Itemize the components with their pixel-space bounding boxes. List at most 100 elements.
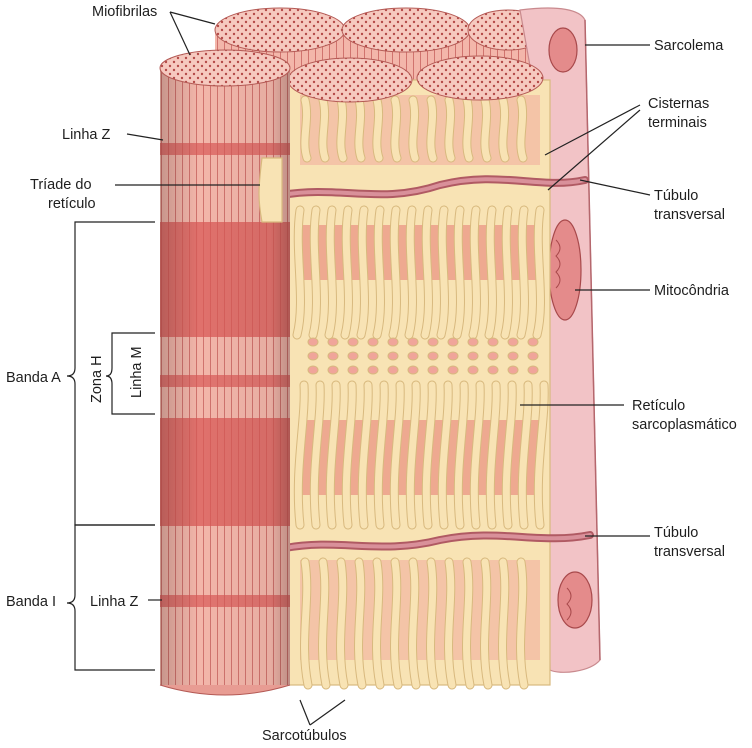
front-myofibril [159,49,291,696]
reticulum-tubule-fill [357,206,368,339]
reticulum-fenestration [447,351,459,361]
label-sarcolema: Sarcolema [654,38,724,54]
reticulum-fenestration [387,351,399,361]
reticulum-fenestration [527,337,539,347]
reticulum-tubule-fill [319,96,329,162]
reticulum-tubule-fill [373,206,384,339]
reticulum-tubule-fill [301,96,311,162]
reticulum-fenestration [407,365,419,375]
reticulum-tubule-fill [534,381,548,529]
reticulum-fenestration [407,337,419,347]
reticulum-tubule-fill [533,206,544,339]
reticulum-tubule-fill [485,206,496,339]
reticulum-tubule-fill [301,558,312,689]
reticulum-fenestration [387,337,399,347]
reticulum-fenestration [447,365,459,375]
reticulum-fenestration [507,365,519,375]
mitochondria [548,27,593,629]
reticulum-fenestration [307,351,319,361]
reticulum-tubule-fill [502,381,516,529]
reticulum-tubule-fill [373,558,384,689]
reticulum-tubule-fill [409,96,419,162]
reticulum-tubule-fill [463,96,473,162]
labels: Miofibrilas Linha Z Tríade do retículo B… [6,4,737,744]
reticulum-tubule-fill [499,558,510,689]
reticulum-tubule-fill [445,558,456,689]
reticulum-tubule-fill [406,381,420,529]
label-mitocondria: Mitocôndria [654,283,730,299]
reticulum-fenestration [507,351,519,361]
label-linha-z-bottom: Linha Z [90,594,139,610]
reticulum-tubule-fill [421,206,432,339]
reticulum-tubule-fill [517,206,528,339]
reticulum-tubule-fill [454,381,468,529]
reticulum-tubule-fill [481,558,492,689]
reticulum-fenestration [347,337,359,347]
label-linha-m: Linha M [129,346,145,398]
label-zona-h: Zona H [89,355,105,403]
reticulum-tubule-fill [409,558,420,689]
reticulum-tubule-fill [355,96,365,162]
reticulum-fenestration [507,337,519,347]
reticulum-tubule-fill [463,558,474,689]
reticulum-tubule-fill [358,381,372,529]
reticulum-fenestration [467,365,479,375]
front-myofibril-tops [287,55,544,103]
reticulum-fenestration [487,351,499,361]
reticulum-fenestration [427,365,439,375]
label-reticulo-2: sarcoplasmático [632,417,737,433]
reticulum-tubule-fill [445,96,455,162]
reticulum-fenestration [467,351,479,361]
label-tubulo-bottom-1: Túbulo [654,525,698,541]
reticulum-fenestration [327,337,339,347]
label-sarcotubulos: Sarcotúbulos [262,728,347,743]
reticulum-tubule-fill [437,206,448,339]
reticulum-tubule-fill [469,206,480,339]
reticulum-fenestration [367,351,379,361]
leader-lines [115,11,651,726]
reticulum-fenestration [367,365,379,375]
reticulum-tubule-fill [355,558,366,689]
t-tubules [278,175,594,552]
reticulum-fenestration [527,351,539,361]
reticulum-fenestration [347,365,359,375]
label-tubulo-bottom-2: transversal [654,544,725,560]
reticulum-tubule-fill [438,381,452,529]
reticulum-tubule-fill [501,206,512,339]
reticulum-tubule-fill [326,381,340,529]
reticulum-tubule-fill [427,96,437,162]
label-cisternas-1: Cisternas [648,96,709,112]
reticulum-tubule-fill [325,206,336,339]
reticulum-tubule-fill [391,96,401,162]
label-miofibrilas: Miofibrilas [92,4,157,20]
reticulum-tubule-fill [337,96,347,162]
reticulum-tubule-fill [486,381,500,529]
label-banda-i: Banda I [6,594,56,610]
reticulum-fenestration [327,365,339,375]
reticulum-fenestration [487,365,499,375]
reticulum-tubule-fill [342,381,356,529]
label-tubulo-top-2: transversal [654,207,725,223]
reticulum-tubule-fill [422,381,436,529]
brackets [66,221,155,671]
reticulum-fenestration [327,351,339,361]
reticulum-tubule-fill [405,206,416,339]
label-linha-z-top: Linha Z [62,127,111,143]
reticulum-tubule-fill [294,381,308,529]
label-triade-2: retículo [48,196,96,212]
reticulum-tubule-fill [374,381,388,529]
reticulum-tubule-fill [499,96,509,162]
reticulum-fenestration [487,337,499,347]
reticulum-tubule-fill [293,206,304,339]
reticulum-tubule-fill [389,206,400,339]
reticulum-channels [292,95,549,690]
reticulum-fenestration [407,351,419,361]
reticulum-fenestration [427,337,439,347]
reticulum-fenestration [427,351,439,361]
sarcolemma [519,7,601,673]
reticulum-tubule-fill [373,96,383,162]
reticulum-fenestration [307,365,319,375]
reticulum-tubule-fill [337,558,348,689]
